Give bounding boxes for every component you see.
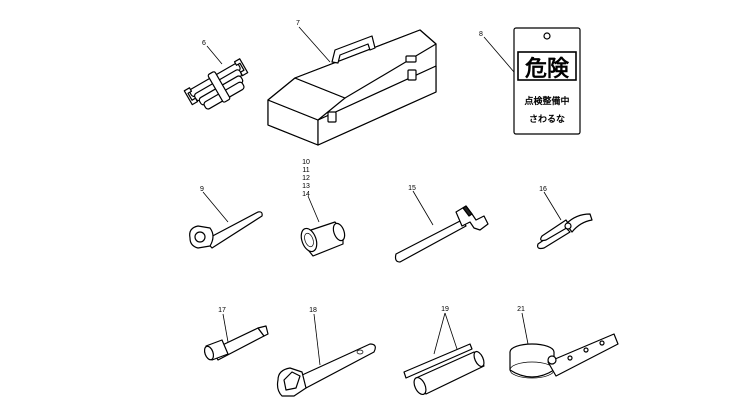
callout-14: 14 <box>302 191 310 198</box>
sign-title: 危険 <box>525 56 570 81</box>
callout-21: 21 <box>517 306 525 313</box>
oil-filter-wrench-icon <box>509 312 619 379</box>
callout-9: 9 <box>200 186 204 193</box>
extension-bar-icon <box>203 313 269 361</box>
adjustable-wrench-icon <box>276 313 376 397</box>
callout-17: 17 <box>218 307 226 314</box>
pliers-icon <box>537 191 593 250</box>
callout-19: 19 <box>441 306 449 313</box>
sign-line-2: さわるな <box>529 114 565 124</box>
callout-18: 18 <box>309 307 317 314</box>
hammer-icon <box>394 190 489 263</box>
wrench-set-icon <box>183 45 249 110</box>
toolbox-icon <box>267 26 437 146</box>
callout-16: 16 <box>539 186 547 193</box>
sign-line-1: 点検整備中 <box>524 95 569 106</box>
warning-sign-icon <box>483 27 581 135</box>
callout-6: 6 <box>202 40 206 47</box>
callout-12: 12 <box>302 175 310 182</box>
callout-11: 11 <box>302 167 309 174</box>
spark-plug-wrench-icon <box>403 312 485 396</box>
callout-10: 10 <box>302 159 310 166</box>
callout-8: 8 <box>479 31 483 38</box>
callout-13: 13 <box>302 183 310 190</box>
ratchet-handle-icon <box>189 191 263 249</box>
callout-15: 15 <box>408 185 416 192</box>
socket-icon <box>300 195 346 257</box>
callout-7: 7 <box>296 20 300 27</box>
